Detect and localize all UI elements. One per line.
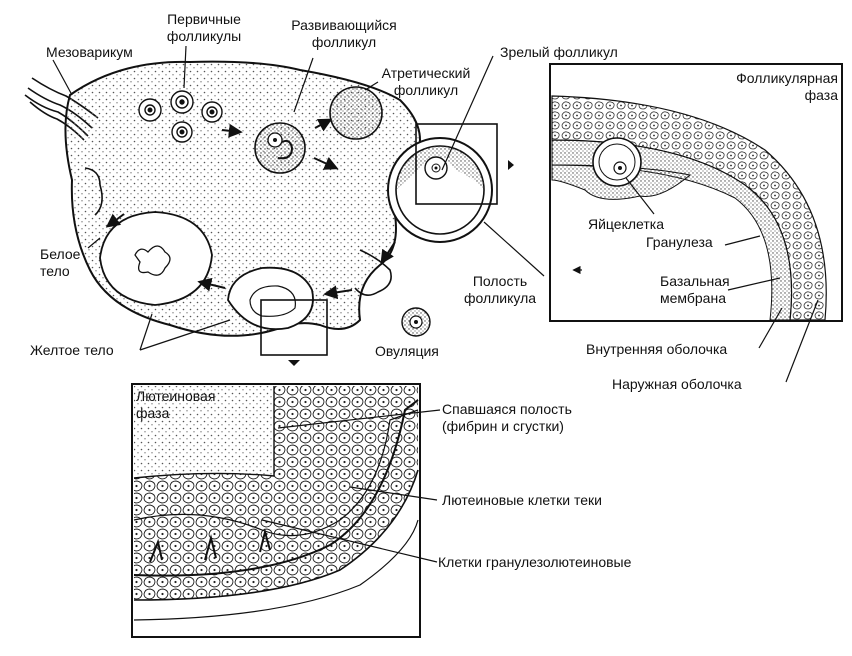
internal-arrows [105,118,396,300]
label-line: Первичные [167,11,241,27]
label-line: тело [40,263,70,279]
label-line: фолликула [463,290,537,306]
label-line: фолликул [311,34,377,50]
label-oocyte: Яйцеклетка [588,216,664,232]
label-granulosa: Гранулеза [646,234,713,250]
label-ovulation: Овуляция [375,343,439,359]
label-primary-follicles: Первичные фолликулы [156,11,252,45]
label-inner-theca: Внутренняя оболочка [586,341,728,357]
label-mature-follicle: Зрелый фолликул [500,44,618,60]
label-line: Атретический [381,65,471,81]
label-line: фолликулы [166,28,242,44]
label-mesovarium: Мезоварикум [46,44,133,60]
leader-lines [52,45,819,563]
mature-follicle [387,137,493,243]
label-line: фаза [136,405,170,421]
follicular-phase-inset [549,63,843,322]
label-developing-follicle: Развивающийся фолликул [284,17,404,51]
zoom-box-corpus-luteum [260,299,328,356]
label-atretic-follicle: Атретический фолликул [374,65,478,99]
label-line: Базальная [660,273,730,289]
label-line: фолликул [393,82,459,98]
atretic-follicle [329,86,383,140]
label-granulosa-lutein-cells: Клетки гранулезолютеиновые [438,554,632,570]
luteal-phase-inset [131,383,421,638]
label-theca-lutein-cells: Лютеиновые клетки теки [442,492,602,508]
label-follicle-cavity: Полость фолликула [455,273,545,307]
zoom-box-follicle [415,123,498,205]
developing-follicle [254,122,306,174]
label-follicular-phase: Фолликулярная фаза [710,70,838,104]
label-basal-membrane: Базальная мембрана [660,273,730,307]
label-line: (фибрин и сгустки) [442,418,564,434]
label-line: мембрана [660,290,726,306]
label-line: фаза [804,87,838,103]
corpus-albicans [99,211,213,306]
label-line: Фолликулярная [736,70,838,86]
collapsed-follicle [354,249,392,296]
primary-follicles [138,90,223,143]
label-line: Развивающийся [291,17,397,33]
label-line: Спавшаяся полость [442,401,572,417]
label-luteal-phase: Лютеиновая фаза [136,388,215,422]
label-white-body: Белое тело [40,246,80,280]
label-line: Лютеиновая [136,388,216,404]
label-outer-theca: Наружная оболочка [612,376,742,392]
label-line: Полость [472,273,528,289]
label-yellow-body: Желтое тело [30,342,114,358]
ovulation-oocyte [401,307,431,337]
label-line: Белое [40,246,81,262]
label-collapsed-cavity: Спавшаяся полость (фибрин и сгустки) [442,401,572,435]
